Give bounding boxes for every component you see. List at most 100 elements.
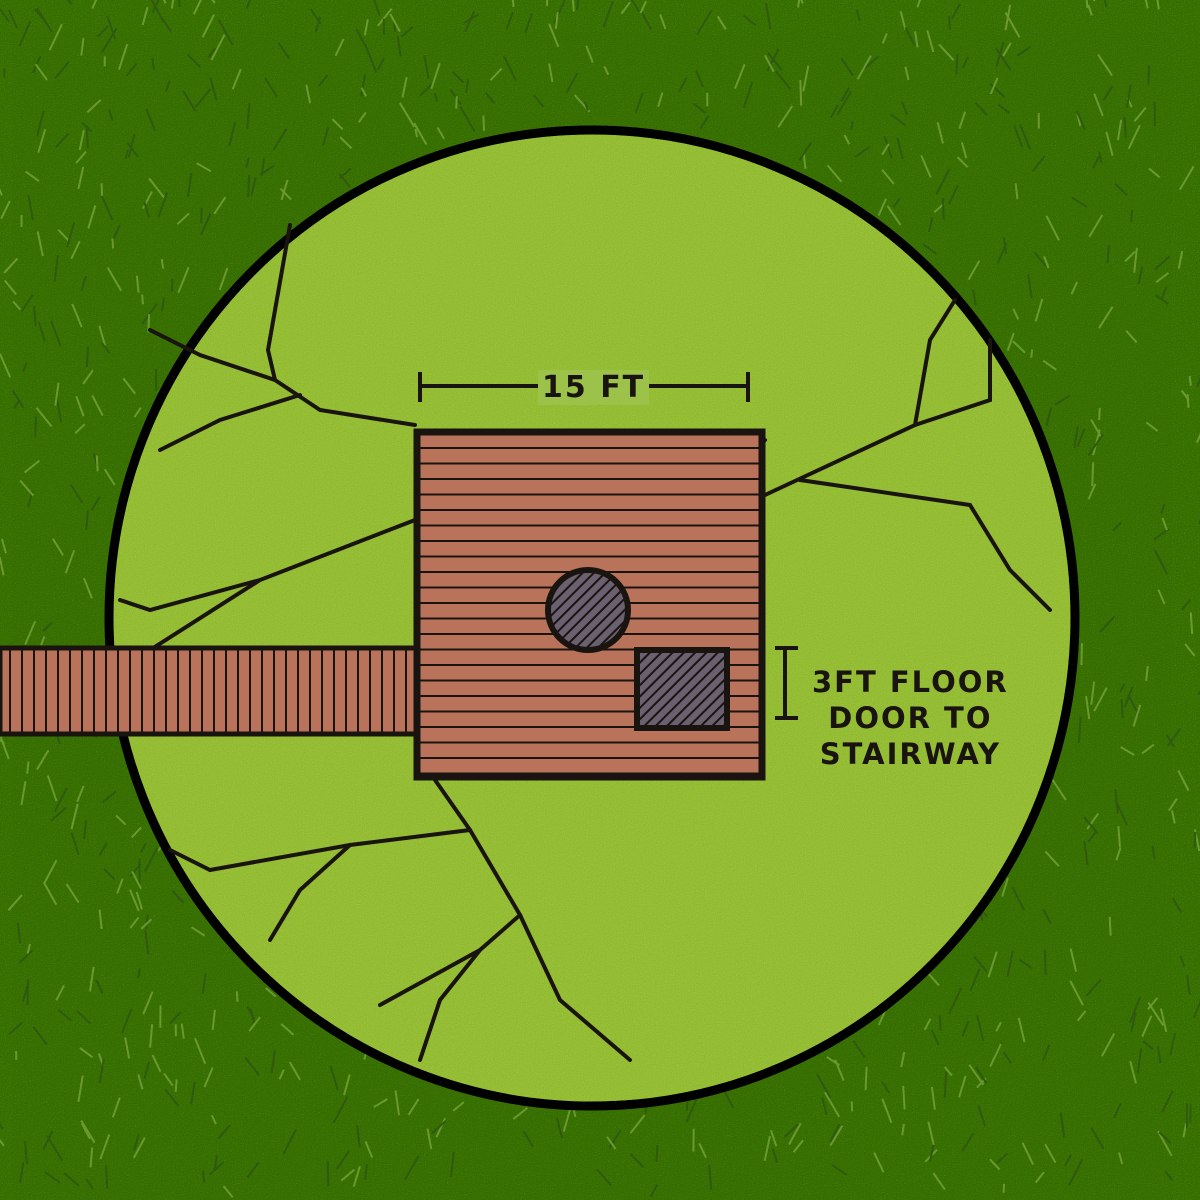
grass-stroke [960,142,968,159]
dimension-line-3ft [775,646,798,720]
grass-stroke [1157,589,1166,605]
grass-stroke [122,377,137,395]
grass-stroke [24,620,37,645]
grass-stroke [1147,997,1159,1010]
grass-stroke [678,77,688,93]
grass-stroke [1114,183,1128,197]
grass-stroke [317,74,329,87]
grass-stroke [562,1106,572,1132]
grass-stroke [182,90,197,112]
grass-stroke [800,0,804,4]
grass-stroke [989,82,1006,99]
grass-stroke [922,243,937,255]
grass-stroke [1034,1171,1045,1184]
grass-stroke [629,1153,645,1169]
grass-stroke [1021,1142,1035,1165]
grass-stroke [659,14,667,30]
grass-stroke [95,979,104,994]
grass-stroke [764,54,775,73]
grass-stroke [127,133,136,158]
grass-stroke [53,255,59,282]
grass-stroke [42,1130,54,1150]
grass-stroke [149,1024,154,1048]
grass-stroke [7,894,23,911]
grass-stroke [464,10,476,33]
grass-stroke [956,156,969,168]
grass-stroke [145,914,149,929]
grass-stroke [608,1129,622,1149]
grass-stroke [326,1160,330,1187]
grass-stroke [943,1071,948,1098]
grass-stroke [565,72,579,94]
grass-stroke [44,1171,61,1184]
grass-stroke [554,12,559,29]
grass-stroke [133,406,142,418]
note-line: STAIRWAY [819,737,1002,771]
grass-stroke [42,621,54,632]
grass-stroke [1112,521,1122,532]
grass-stroke [1043,255,1050,269]
grass-stroke [639,0,648,14]
grass-stroke [883,136,893,159]
grass-stroke [1188,375,1192,386]
grass-stroke [505,11,514,30]
grass-stroke [83,577,93,599]
grass-stroke [914,31,919,48]
grass-stroke [816,1073,832,1099]
grass-stroke [50,806,67,822]
grass-stroke [0,556,5,576]
grass-stroke [766,48,780,72]
grass-stroke [246,1161,260,1178]
grass-stroke [936,121,944,144]
grass-stroke [24,170,40,182]
grass-stroke [961,1020,970,1037]
grass-stroke [50,320,62,347]
grass-stroke [169,1011,182,1025]
grass-stroke [33,305,37,327]
grass-stroke [1006,950,1014,977]
grass-stroke [0,1138,5,1147]
grass-stroke [235,991,239,1002]
grass-stroke [111,238,115,249]
grass-stroke [1085,0,1089,8]
grass-stroke [57,228,70,242]
grass-stroke [403,1155,420,1181]
grass-stroke [655,1144,659,1163]
grass-stroke [78,129,85,151]
grass-stroke [695,69,705,88]
grass-stroke [1127,694,1140,716]
grass-stroke [1016,45,1031,57]
grass-stroke [19,479,35,497]
grass-stroke [1018,958,1033,969]
grass-stroke [802,65,810,92]
grass-stroke [1103,0,1108,8]
grass-stroke [90,496,101,511]
grass-stroke [246,102,251,129]
grass-stroke [630,0,640,13]
grass-stroke [767,52,783,71]
grass-stroke [1193,832,1197,848]
grass-stroke [989,77,999,95]
grass-stroke [639,10,653,30]
grass-stroke [1044,1143,1057,1163]
grass-stroke [280,179,289,201]
grass-stroke [1077,716,1082,743]
grass-stroke [66,0,73,5]
grass-stroke [821,1097,828,1115]
grass-stroke [19,1162,25,1183]
grass-stroke [1129,1060,1137,1084]
grass-stroke [85,1178,94,1190]
grass-stroke [125,62,138,77]
grass-stroke [734,63,746,89]
grass-stroke [37,129,47,153]
grass-stroke [42,881,58,906]
grass-stroke [430,62,441,90]
grass-stroke [208,1161,225,1176]
grass-stroke [977,1105,987,1127]
grass-stroke [176,212,190,225]
grass-stroke [211,1009,216,1030]
grass-stroke [23,1141,29,1165]
grass-stroke [389,13,401,33]
grass-stroke [80,38,85,56]
grass-stroke [1153,549,1169,575]
